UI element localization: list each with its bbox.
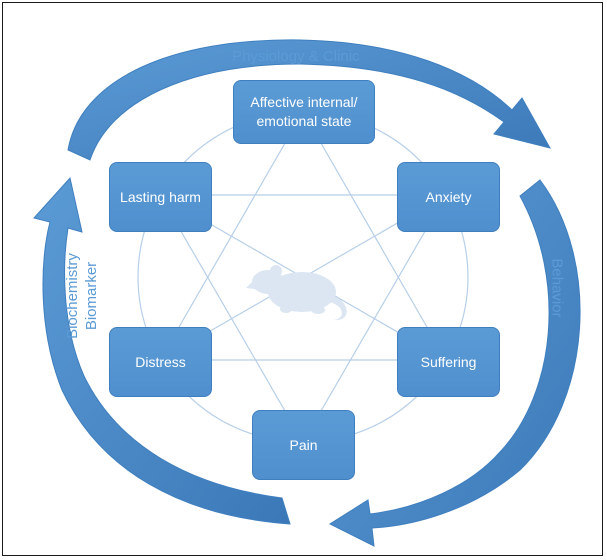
- cycle-arrows: [33, 39, 581, 547]
- node-distress: Distress: [109, 327, 212, 397]
- top-cycle-arrow: [67, 39, 552, 161]
- label-behavior: Behavior: [548, 258, 567, 317]
- label-physiology-clinic: Physiology & Clinic: [232, 48, 360, 65]
- node-anxiety: Anxiety: [397, 162, 500, 232]
- node-lasting-harm: Lasting harm: [109, 162, 212, 232]
- star-triangle-b: [158, 194, 448, 444]
- label-biochemistry: Biochemistry: [64, 253, 81, 339]
- node-suffering: Suffering: [397, 327, 500, 397]
- left-cycle-arrow: [33, 176, 291, 525]
- label-behavior-text: Behavior: [548, 258, 566, 318]
- label-biomarker: Biomarker: [83, 261, 100, 331]
- rat-icon: [246, 265, 347, 321]
- star-triangle-a: [158, 110, 448, 361]
- node-pain: Pain: [252, 410, 355, 480]
- right-cycle-arrow: [328, 179, 581, 547]
- node-affective-state: Affective internal/ emotional state: [233, 80, 375, 144]
- label-biochemistry-biomarker: Biochemistry Biomarker: [63, 253, 101, 339]
